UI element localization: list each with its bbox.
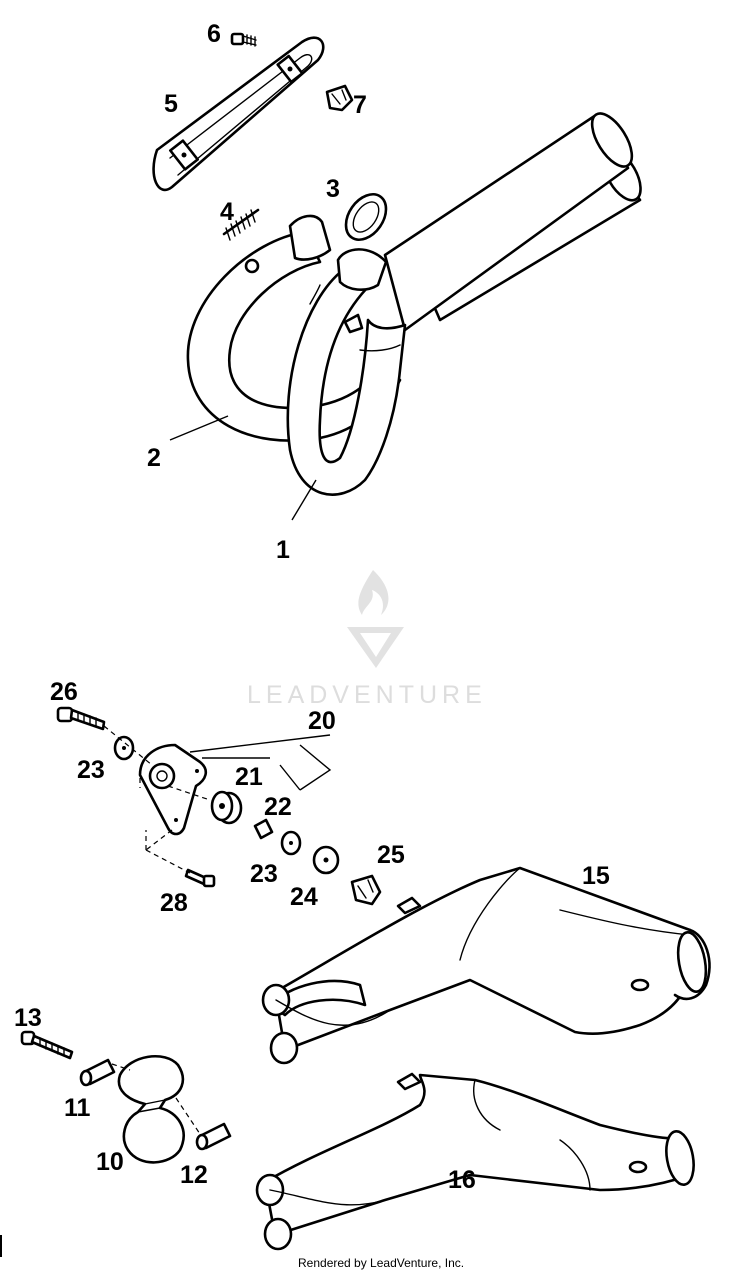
callout-3: 3 xyxy=(326,175,340,203)
bolt-upper xyxy=(56,706,106,731)
clamp-pin-lower xyxy=(195,1122,232,1151)
watermark: LEADVENTURE xyxy=(247,570,487,709)
callout-12: 12 xyxy=(180,1161,208,1189)
rubber-washer xyxy=(312,845,340,875)
assembly-dashes xyxy=(103,725,211,874)
callout-21: 21 xyxy=(235,763,263,791)
silencer xyxy=(261,866,711,1065)
edge-mark xyxy=(0,1235,2,1257)
callout-23-lower: 23 xyxy=(250,860,278,888)
callout-10: 10 xyxy=(96,1148,124,1176)
callout-13: 13 xyxy=(14,1004,42,1032)
pipe-clamp xyxy=(117,1055,185,1164)
callout-7: 7 xyxy=(353,91,367,119)
callout-6: 6 xyxy=(207,20,221,48)
clip-nut-lower xyxy=(350,874,382,906)
clip-nut xyxy=(325,84,354,112)
header-pipes xyxy=(186,112,642,496)
mounting-bracket xyxy=(138,743,208,836)
gasket xyxy=(344,193,388,241)
callout-22: 22 xyxy=(264,793,292,821)
spacer-sleeve xyxy=(253,818,274,840)
clamp-bolt xyxy=(20,1030,74,1060)
clamp-dashes xyxy=(111,1063,201,1135)
callout-28: 28 xyxy=(160,889,188,917)
washer-upper xyxy=(113,735,135,761)
callout-11: 11 xyxy=(64,1094,91,1122)
callout-labels: 1 2 3 4 5 6 7 10 11 12 13 15 16 20 21 22… xyxy=(14,20,610,1194)
leader-lines xyxy=(169,415,332,791)
callout-16: 16 xyxy=(448,1166,476,1194)
footer-credit: Rendered by LeadVenture, Inc. xyxy=(298,1256,464,1270)
grommet xyxy=(210,790,243,825)
watermark-text: LEADVENTURE xyxy=(247,681,487,709)
clamp-pin-upper xyxy=(79,1058,116,1087)
callout-2: 2 xyxy=(147,444,161,472)
callout-24: 24 xyxy=(290,883,318,911)
callout-20: 20 xyxy=(308,707,336,735)
callout-5: 5 xyxy=(164,90,178,118)
callout-26: 26 xyxy=(50,678,78,706)
callout-15: 15 xyxy=(582,862,610,890)
callout-1: 1 xyxy=(276,536,290,564)
callout-4: 4 xyxy=(220,198,234,226)
callout-25: 25 xyxy=(377,841,405,869)
watermark-flame-icon xyxy=(358,570,389,615)
screw xyxy=(230,32,257,47)
silencer-alt xyxy=(255,1072,695,1251)
heat-shield xyxy=(152,36,325,192)
bolt-lower xyxy=(184,868,216,888)
washer-lower xyxy=(280,830,302,856)
spring xyxy=(222,208,260,241)
callout-23-upper: 23 xyxy=(77,756,105,784)
watermark-v-icon xyxy=(347,627,404,668)
